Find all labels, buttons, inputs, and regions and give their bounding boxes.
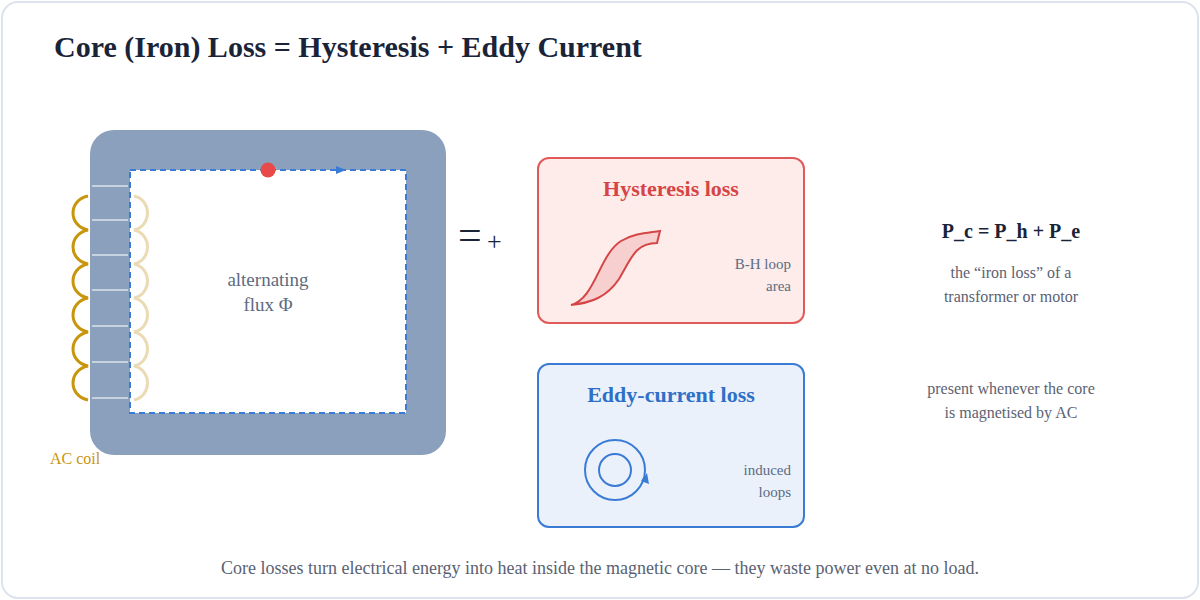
eddy-loop (599, 454, 631, 486)
equals-sign: = (458, 204, 482, 267)
flux-arrow (336, 166, 346, 174)
core-window (130, 170, 406, 413)
flux-marker (261, 163, 276, 178)
magnetic-core (90, 130, 446, 455)
coil-winding-back (134, 196, 148, 400)
eddy-box: Eddy-current loss induced loops (537, 363, 805, 528)
box-note: induced loops (709, 459, 791, 503)
flux-label: alternating flux Φ (213, 267, 323, 317)
laminations (92, 186, 128, 398)
box-heading: Eddy-current loss (551, 381, 791, 409)
box-note: B-H loop area (709, 253, 791, 297)
core-window-label: alternating flux Φ (130, 170, 406, 413)
coil-label: AC coil (50, 447, 100, 471)
hysteresis-curve (571, 231, 660, 305)
coil-winding-front (73, 196, 88, 400)
note: the “iron loss” of a transformer or moto… (921, 261, 1101, 309)
caption: Core losses turn electrical energy into … (40, 558, 1160, 579)
formula: P_c = P_h + P_e (881, 216, 1141, 246)
eddy-loop (585, 440, 645, 500)
box-heading: Hysteresis loss (551, 175, 791, 203)
flux-path (130, 170, 406, 413)
hysteresis-box: Hysteresis lossB-H loop area (537, 157, 805, 324)
plus-sign: + (487, 222, 502, 261)
note: present whenever the core is magnetised … (921, 377, 1101, 425)
eddy-arrow (641, 473, 649, 484)
diagram-title: Core (Iron) Loss = Hysteresis + Eddy Cur… (54, 30, 642, 64)
